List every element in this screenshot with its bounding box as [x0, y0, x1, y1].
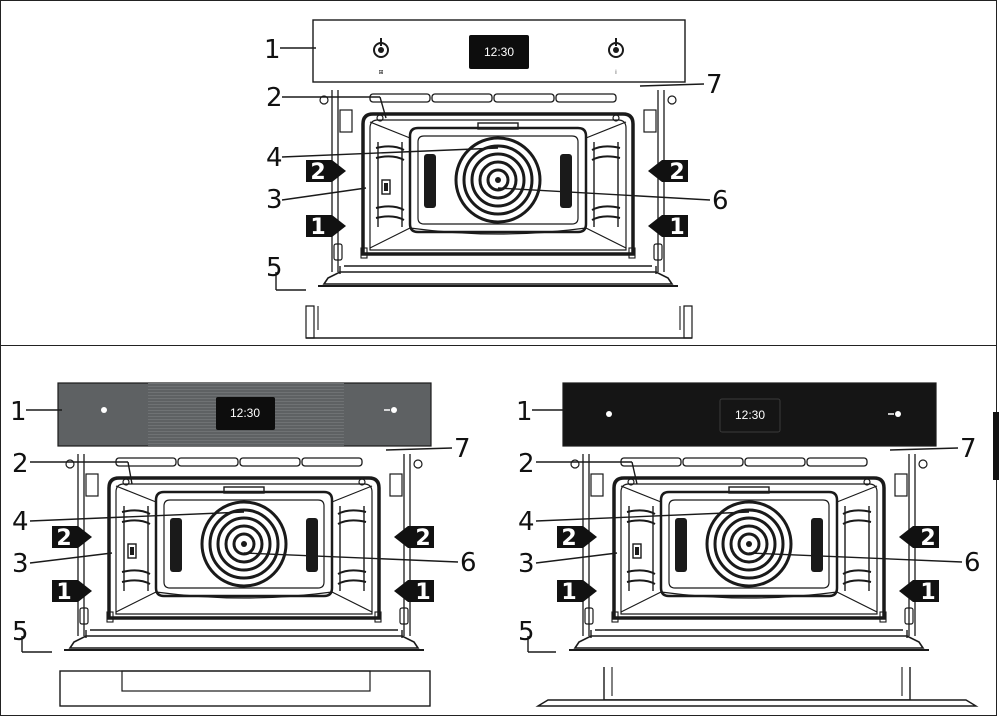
oven-cavity: [567, 452, 931, 652]
callout-3: 3: [266, 185, 283, 215]
callout-4: 4: [266, 143, 283, 173]
oven-cavity: [62, 452, 426, 652]
rack-1-right-label: 1: [920, 580, 935, 605]
left-indicator-icon: [101, 407, 107, 413]
rack-2-right-label: 2: [920, 526, 935, 551]
callout-3: 3: [12, 549, 29, 579]
oven-bottom-left: 12:30 1 2 4 3 5 6 7 2 2 1 1: [10, 382, 477, 707]
rack-1-left-label: 1: [310, 215, 325, 240]
callout-7: 7: [706, 70, 723, 100]
callout-6: 6: [712, 186, 729, 216]
callout-5: 5: [518, 617, 535, 647]
callout-6: 6: [460, 548, 477, 578]
callout-1: 1: [10, 397, 27, 427]
figure-divider: [0, 345, 997, 346]
callout-2: 2: [518, 449, 535, 479]
clock-text: 12:30: [484, 45, 514, 59]
right-indicator-icon: [888, 411, 901, 417]
clock-display: [216, 397, 275, 430]
left-indicator-icon: [606, 411, 612, 417]
clock-text: 12:30: [230, 406, 260, 420]
rack-2-right-label: 2: [415, 526, 430, 551]
callout-7: 7: [454, 434, 471, 464]
clock-text: 12:30: [735, 408, 765, 422]
callout-4: 4: [12, 507, 29, 537]
callout-2: 2: [12, 449, 29, 479]
left-knob: [373, 38, 389, 58]
right-knob-symbol: ⁞: [615, 69, 617, 76]
rack-2-left-label: 2: [310, 160, 325, 185]
callout-2: 2: [266, 83, 283, 113]
clock-display: [719, 398, 781, 433]
rack-2-left-label: 2: [561, 526, 576, 551]
rack-1-left-label: 1: [56, 580, 71, 605]
rack-2-left-label: 2: [56, 526, 71, 551]
callout-5: 5: [12, 617, 29, 647]
clock-display: [469, 35, 529, 69]
callout-1: 1: [264, 35, 281, 65]
callout-3: 3: [518, 549, 535, 579]
right-indicator-icon: [384, 407, 397, 413]
rack-2-right-label: 2: [669, 160, 684, 185]
rack-1-left-label: 1: [561, 580, 576, 605]
callout-4: 4: [518, 507, 535, 537]
right-knob: [608, 38, 624, 58]
rack-1-right-label: 1: [669, 215, 684, 240]
rack-1-right-label: 1: [415, 580, 430, 605]
page-tab-marker: [993, 412, 999, 480]
callout-6: 6: [964, 548, 981, 578]
oven-top: ⊞ ⁞ 12:30 1 2 4 3: [264, 19, 729, 339]
callout-1: 1: [516, 397, 533, 427]
oven-bottom-right: 12:30 1 2 4 3 5 6 7 2 2 1 1: [516, 382, 981, 707]
callout-7: 7: [960, 434, 977, 464]
callout-5: 5: [266, 253, 283, 283]
left-knob-symbol: ⊞: [378, 69, 383, 76]
